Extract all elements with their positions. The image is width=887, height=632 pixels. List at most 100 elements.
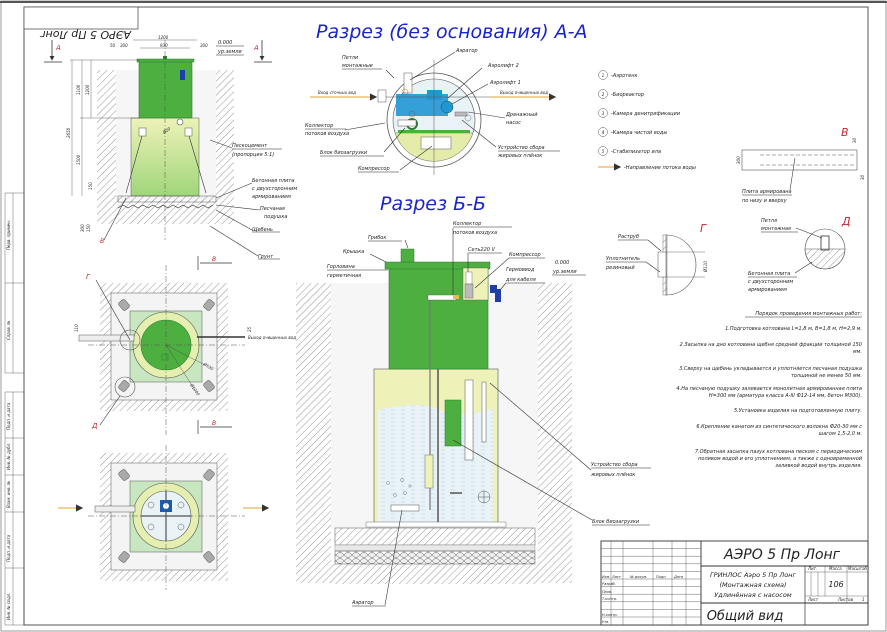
- bb-cable-seal: Гермоввод: [506, 267, 535, 273]
- side-label: Перв. примен.: [6, 220, 11, 250]
- dim-text: 30: [860, 174, 865, 180]
- tb-desc-2: (Монтажная схема): [719, 581, 786, 589]
- bb-collector-2: потоков воздуха: [453, 230, 497, 236]
- label-gravel: Щебень: [252, 227, 273, 233]
- detail-d-slab: Бетонная плита: [748, 271, 790, 277]
- aa-fat-device: Устройство сбора: [498, 145, 545, 151]
- legend-number-circle: [598, 108, 608, 118]
- aa-bio-block: Блок биозагрузки: [320, 150, 368, 156]
- mark-v-top: В: [212, 256, 216, 263]
- label-sand-pad: Песчаная: [260, 206, 285, 212]
- aa-aerator: Аэратор: [455, 48, 478, 54]
- dim-text: 300: [80, 224, 85, 232]
- bb-neck: Горловина: [327, 264, 355, 270]
- side-label: Инв. № подл.: [6, 592, 11, 620]
- side-label: Взам. инв. №: [6, 481, 11, 508]
- instruction-step: 1.Подготовка котлована L=1,8 м, B=1,8 м,…: [725, 326, 862, 332]
- legend: 1 -Аэротенк 2 -Биореактор 3 -Камера денитрифи…: [598, 70, 696, 171]
- section-bb: Разрез Б-Б: [296, 193, 651, 607]
- detail-d-loop: Петля: [761, 218, 777, 224]
- dim-text: 1200: [85, 84, 90, 95]
- bb-level: 0.000: [555, 260, 569, 266]
- dim-text: 300: [736, 156, 741, 164]
- legend-item: -Стабилизатор ила: [611, 149, 661, 155]
- section-mark-a-left: А: [55, 44, 61, 52]
- label-sand-cement-ratio: (пропорция 5:1): [232, 152, 274, 158]
- aa-fat-device-2: жировых плёнок: [497, 153, 542, 159]
- plan-view-top: Выход очищенных вод Ø530 Ø1200 110 25 Г …: [74, 256, 296, 435]
- dim-text: Ø530: [202, 361, 215, 371]
- detail-d-slab-3: армированием: [748, 287, 787, 293]
- instruction-step: 2.Засыпка на дно котлована щебня средней…: [680, 342, 862, 355]
- mark-d: Д: [91, 422, 98, 430]
- legend-item: -Биореактор: [611, 92, 644, 98]
- legend-number-circle: [598, 146, 608, 156]
- bb-aerator: Аэратор: [351, 600, 374, 606]
- dim-text: 30: [852, 137, 857, 143]
- detail-d-loop-2: монтажная: [761, 226, 791, 232]
- detail-v: В 300 30 30 Плита армирована по низу и в…: [736, 126, 865, 204]
- dim-text: 150: [88, 182, 93, 190]
- instruction-step: 3.Сверху на щебень укладывается и уплотн…: [679, 366, 862, 379]
- side-label: Подп. и дата: [6, 402, 11, 430]
- dim-text: 1500: [76, 154, 81, 165]
- bb-collector: Коллектор: [453, 221, 481, 227]
- legend-number-circle: [598, 89, 608, 99]
- bb-compressor: Компрессор: [509, 252, 541, 258]
- detail-d-mark: Д: [841, 215, 851, 228]
- label-soil: Грунт: [258, 254, 274, 260]
- aa-loops-2: монтажные: [342, 63, 373, 69]
- tb-row-label: Н.контр.: [602, 613, 618, 617]
- detail-v-mark: В: [841, 126, 849, 139]
- tb-row-label: Разраб.: [602, 582, 616, 586]
- tb-column-header: Дата: [673, 575, 683, 579]
- bb-lid: Крышка: [343, 249, 364, 255]
- mark-v: В: [100, 238, 104, 245]
- detail-g: Г Ø110 Раструб Уплотнитель резиновый: [605, 222, 708, 296]
- label-sand-cement: Пескоцемент: [232, 143, 268, 149]
- side-label: Справ. №: [6, 321, 11, 340]
- detail-g-mark: Г: [700, 222, 707, 235]
- legend-number: 3: [602, 111, 605, 116]
- section-mark-a-right: А: [253, 44, 259, 52]
- aa-loops: Петли: [342, 55, 359, 61]
- detail-g-seal: Уплотнитель: [606, 256, 640, 262]
- legend-item: -Аэротенк: [611, 73, 637, 79]
- tb-sheets-value: 1: [862, 597, 865, 602]
- aa-outlet: Выход очищенных вод: [500, 90, 548, 95]
- dim-text: 930: [160, 43, 168, 48]
- section-bb-title: Разрез Б-Б: [380, 193, 486, 215]
- legend-number-circle: [598, 70, 608, 80]
- detail-v-label-2: по низу и вверху: [742, 198, 788, 204]
- detail-v-label: Плита армирована: [742, 189, 792, 195]
- legend-number: 1: [602, 73, 605, 78]
- legend-number: 5: [602, 149, 605, 154]
- side-label: Подп. и дата: [6, 534, 11, 562]
- aa-airlift2: Аэролифт 2: [487, 63, 519, 69]
- legend-number: 2: [602, 92, 605, 97]
- legend-item: -Камера чистой воды: [611, 130, 667, 136]
- level-label: ур.земли: [217, 49, 242, 55]
- instruction-step: 7.Обратная засыпка пазух котлована песко…: [695, 449, 863, 469]
- dim-text: 1200: [158, 35, 169, 40]
- tb-column-header: Лист: [611, 575, 622, 579]
- tb-scale-label: Масштаб: [848, 566, 868, 571]
- tb-sheet-name: Общий вид: [707, 609, 784, 624]
- tb-column-header: № докум.: [629, 575, 647, 579]
- tb-mass-value: 106: [828, 580, 843, 589]
- legend-item: -Камера денитрификации: [611, 111, 681, 117]
- plan-view-bottom: [58, 445, 270, 590]
- stamp-text: АЭРО 5 Пр Лонг: [40, 28, 132, 41]
- tb-column-header: Подп.: [656, 575, 667, 579]
- instructions: Порядок проведения монтажных работ: 1.По…: [676, 311, 862, 469]
- tb-sheet-label: Лист: [807, 597, 819, 602]
- aa-airlift1: Аэролифт 1: [489, 80, 521, 86]
- bb-fat-device-2: жировых плёнок: [590, 472, 635, 478]
- instruction-step: 5.Установка изделия на подготовленную пл…: [734, 408, 862, 414]
- dim-text: 300: [120, 43, 128, 48]
- aa-drain-pump-2: насос: [506, 120, 521, 126]
- dim-text: 2650: [66, 127, 71, 138]
- mark-v-bottom: В: [212, 420, 216, 427]
- dim-text: 25: [247, 326, 252, 332]
